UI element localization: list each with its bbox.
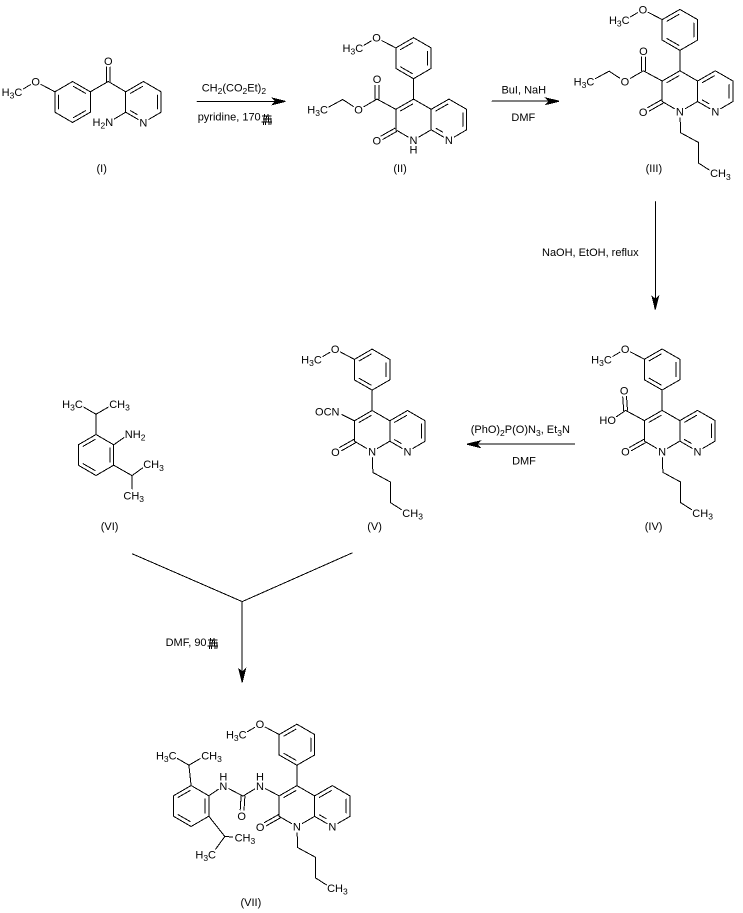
svg-text:N: N [445,135,453,147]
svg-text:DMF: DMF [512,456,536,468]
svg-text:H3C: H3C [2,87,23,101]
svg-text:H3C: H3C [226,730,247,744]
svg-text:H: H [410,145,418,157]
svg-text:CH2(CO2Et)2: CH2(CO2Et)2 [202,83,267,97]
svg-text:N: N [676,107,684,119]
svg-text:HO: HO [599,415,616,427]
svg-text:O: O [331,344,340,356]
svg-text:NH2: NH2 [125,429,146,443]
svg-text:BuI, NaH: BuI, NaH [501,85,546,97]
svg-text:H3C: H3C [195,849,216,863]
svg-text:O: O [331,447,340,459]
svg-text:H3C: H3C [301,354,322,368]
svg-text:N: N [404,446,412,458]
svg-text:CH3: CH3 [327,883,348,897]
svg-text:CH3: CH3 [710,168,731,182]
svg-text:CH3: CH3 [143,459,164,473]
svg-text:N: N [658,446,666,458]
svg-text:O: O [31,77,40,89]
svg-text:O: O [104,56,113,68]
svg-text:(V): (V) [367,521,382,533]
svg-text:N: N [293,822,301,834]
svg-text:O: O [639,107,648,119]
svg-text:H3C: H3C [156,751,177,765]
svg-text:H3C: H3C [62,399,83,413]
svg-text:H3C: H3C [343,43,364,57]
svg-text:O: O [354,105,363,117]
svg-text:N: N [256,781,264,793]
svg-text:H2N: H2N [93,117,114,131]
svg-text:CH3: CH3 [201,751,222,765]
svg-text:(III): (III) [646,163,663,175]
svg-text:OCN: OCN [315,406,340,418]
svg-text:O: O [621,447,630,459]
svg-text:CH3: CH3 [235,832,256,846]
svg-text:(VI): (VI) [101,521,119,533]
svg-text:N: N [410,135,418,147]
svg-text:NaOH, EtOH, reflux: NaOH, EtOH, reflux [542,247,639,259]
svg-text:O: O [621,76,630,88]
svg-text:N: N [139,117,147,129]
svg-text:H3C: H3C [609,15,630,29]
svg-text:O: O [237,811,246,823]
svg-text:N: N [219,781,227,793]
svg-text:O: O [621,344,630,356]
svg-text:DMF: DMF [511,112,535,124]
svg-text:(I): (I) [97,163,107,175]
svg-text:O: O [256,822,265,834]
svg-text:N: N [368,446,376,458]
svg-text:pyridine, 170: pyridine, 170 [198,112,261,124]
svg-text:H3C: H3C [574,76,595,90]
svg-text:O: O [639,4,648,16]
svg-text:N: N [711,107,719,119]
svg-text:O: O [372,33,381,45]
svg-text:H3C: H3C [307,105,328,119]
svg-text:O: O [620,386,629,398]
svg-text:(IV): (IV) [645,521,663,533]
svg-text:O: O [256,719,265,731]
svg-text:H: H [219,771,227,783]
svg-text:(VII): (VII) [241,897,262,909]
svg-text:CH3: CH3 [692,508,713,522]
svg-text:CH3: CH3 [123,490,144,504]
svg-text:(II): (II) [393,163,406,175]
svg-text:O: O [373,74,382,86]
svg-text:N: N [694,446,702,458]
svg-text:(PhO)2P(O)N3, Et3N: (PhO)2P(O)N3, Et3N [471,424,570,438]
svg-text:N: N [328,822,336,834]
svg-text:H3C: H3C [591,354,612,368]
svg-text:H: H [256,771,264,783]
svg-text:DMF, 90: DMF, 90 [166,637,207,649]
svg-text:CH3: CH3 [109,399,130,413]
svg-text:O: O [373,135,382,147]
svg-text:CH3: CH3 [402,508,423,522]
svg-text:O: O [639,46,648,58]
